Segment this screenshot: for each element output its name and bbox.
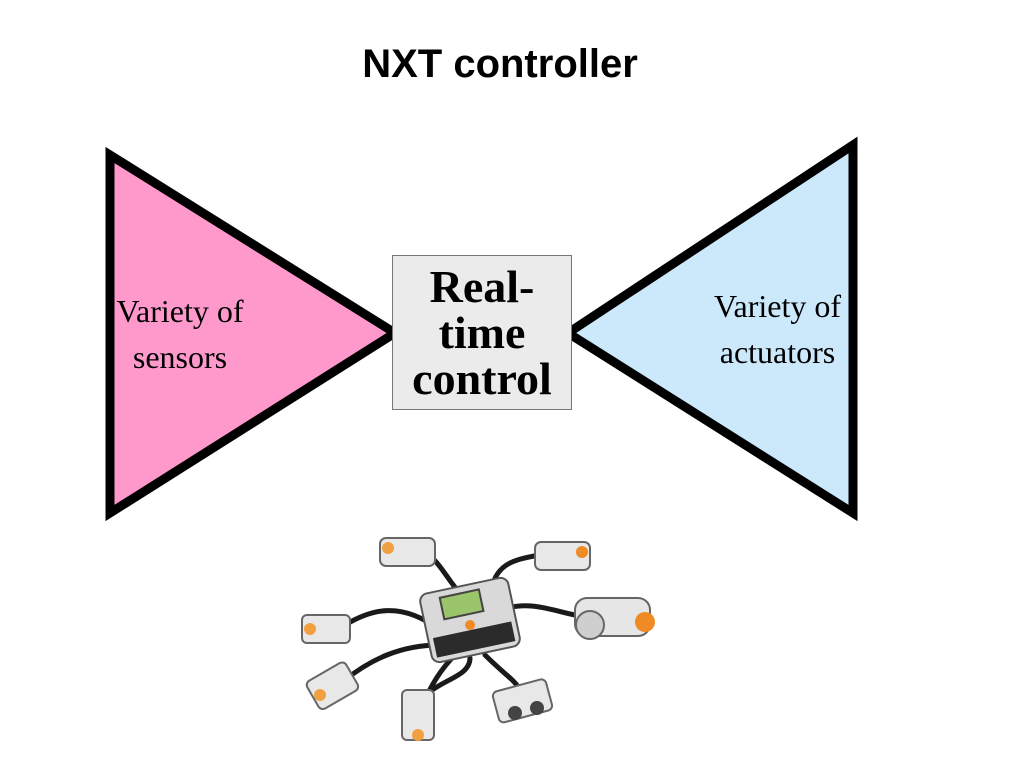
sensors-label: Variety of sensors	[116, 293, 244, 375]
center-label: Real-time control	[412, 260, 552, 404]
motor-right	[574, 597, 655, 640]
real-time-control-box: Real-time control	[392, 255, 572, 410]
sensor-bottom-left	[305, 661, 360, 711]
sensor-top-left	[379, 537, 436, 567]
sensor-top-right	[534, 541, 591, 571]
sensor-left	[301, 614, 351, 644]
sensors-triangle	[105, 146, 404, 522]
nxt-brick	[419, 576, 521, 664]
actuators-triangle	[559, 136, 858, 522]
actuators-label: Variety of actuators	[713, 288, 842, 370]
sensor-bottom-right	[491, 678, 554, 724]
sensor-bottom	[401, 689, 435, 741]
nxt-robot-image	[301, 537, 655, 741]
page-title: NXT controller	[362, 42, 638, 86]
